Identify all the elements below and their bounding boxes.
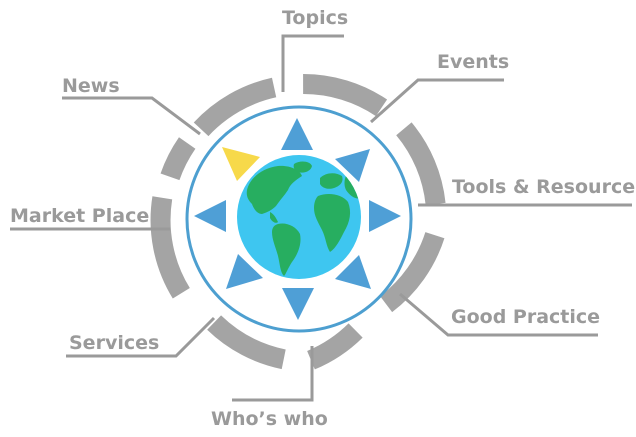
segment-topics[interactable] [193,77,277,137]
leader-whos-who [232,346,314,402]
label-tools[interactable]: Tools & Resources [452,176,636,198]
arrow-whos-who[interactable] [282,288,314,320]
leader-services [66,316,216,358]
inner-ring [185,105,413,333]
label-events[interactable]: Events [437,51,509,73]
leader-topics [281,34,344,92]
arrow-market-place[interactable] [194,200,226,232]
arrow-tools[interactable] [369,200,401,232]
leader-good-practice [399,292,598,337]
arrow-topics[interactable] [281,118,313,150]
label-news[interactable]: News [62,75,120,97]
globe-icon [237,155,361,279]
label-services[interactable]: Services [69,332,159,354]
arrow-services[interactable] [226,254,263,289]
arrow-events[interactable] [335,149,370,182]
leader-news [62,96,201,136]
segment-tools[interactable] [396,122,446,206]
segment-news[interactable] [160,137,196,181]
segment-services[interactable] [207,315,286,370]
segment-events[interactable] [302,73,388,117]
leader-events [370,78,504,124]
segment-market-place[interactable] [150,196,190,299]
label-topics[interactable]: Topics [282,7,348,29]
arrow-news-active[interactable] [222,147,260,181]
arrow-good-practice[interactable] [335,255,371,289]
label-good-practice[interactable]: Good Practice [451,306,600,328]
label-market-place[interactable]: Market Place [10,205,149,227]
segment-whos-who[interactable] [306,323,363,370]
segment-good-practice[interactable] [379,231,445,313]
label-whos-who[interactable]: Who’s who [211,408,328,430]
